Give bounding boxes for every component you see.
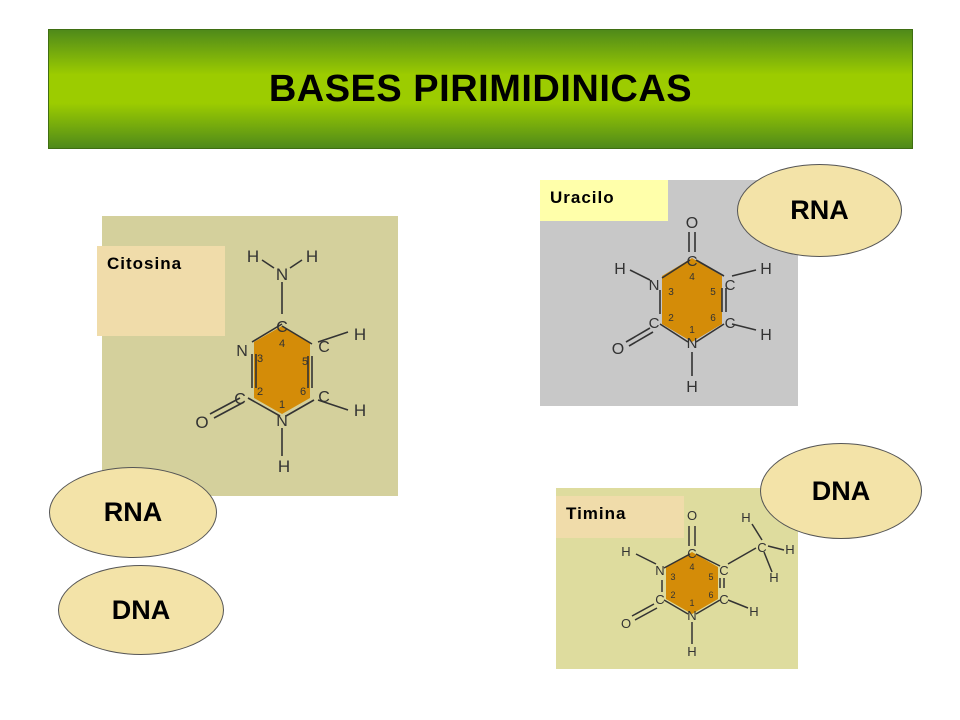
citosina-atom-n1: N xyxy=(276,413,288,430)
timina-sub-h-methyl-2: H xyxy=(785,542,794,557)
timina-atom-c6: C xyxy=(719,592,728,607)
timina-sub-h-methyl-1: H xyxy=(741,510,750,525)
citosina-label-text: Citosina xyxy=(107,254,183,273)
timina-num-1: 1 xyxy=(689,598,694,608)
citosina-sub-n-amino: N xyxy=(276,265,288,284)
uracilo-num-5: 5 xyxy=(710,287,716,298)
citosina-label: Citosina xyxy=(97,246,225,336)
timina-atom-c2: C xyxy=(655,592,664,607)
citosina-atom-n3: N xyxy=(236,343,248,360)
uracilo-rna-oval: RNA xyxy=(737,164,902,257)
timina-label: Timina xyxy=(556,496,684,538)
timina-label-text: Timina xyxy=(566,504,627,523)
citosina-ring xyxy=(254,326,310,414)
uracilo-num-2: 2 xyxy=(668,313,674,324)
citosina-sub-h-c5: H xyxy=(354,325,366,344)
citosina-dna-oval: DNA xyxy=(58,565,224,655)
citosina-atom-c2: C xyxy=(234,391,246,408)
uracilo-sub-h-c6: H xyxy=(760,327,772,344)
timina-sub-o-top: O xyxy=(687,508,697,523)
timina-sub-h-c6: H xyxy=(749,604,758,619)
timina-num-4: 4 xyxy=(689,562,694,572)
timina-sub-o-left: O xyxy=(621,616,631,631)
uracilo-rna-text: RNA xyxy=(790,195,849,225)
citosina-sub-o: O xyxy=(195,413,208,432)
citosina-num-1: 1 xyxy=(279,399,285,411)
citosina-sub-h-bottom: H xyxy=(278,457,290,476)
timina-sub-c-methyl: C xyxy=(757,540,766,555)
timina-atom-n3: N xyxy=(655,563,664,578)
citosina-rna-oval: RNA xyxy=(49,467,217,558)
citosina-sub-h-right: H xyxy=(306,247,318,266)
uracilo-sub-h-n3: H xyxy=(614,261,626,278)
uracilo-atom-c6: C xyxy=(725,315,736,332)
timina-num-3: 3 xyxy=(670,572,675,582)
timina-sub-h-methyl-3: H xyxy=(769,570,778,585)
uracilo-atom-c4: C xyxy=(687,253,698,270)
uracilo-label-text: Uracilo xyxy=(550,188,615,207)
uracilo-atom-c5: C xyxy=(725,277,736,294)
citosina-atom-c6: C xyxy=(318,389,330,406)
uracilo-ring xyxy=(662,258,722,342)
citosina-rna-text: RNA xyxy=(103,497,163,527)
citosina-sub-h-left: H xyxy=(247,247,259,266)
timina-num-6: 6 xyxy=(708,590,713,600)
timina-sub-h-n1: H xyxy=(687,644,696,659)
timina-atom-c5: C xyxy=(719,563,728,578)
uracilo-num-3: 3 xyxy=(668,287,674,298)
timina-num-5: 5 xyxy=(708,572,713,582)
uracilo-label: Uracilo xyxy=(540,180,668,221)
timina-dna-text: DNA xyxy=(811,475,871,506)
uracilo-num-4: 4 xyxy=(689,272,695,283)
timina-atom-n1: N xyxy=(687,608,696,623)
citosina-num-6: 6 xyxy=(300,386,306,398)
uracilo-sub-o-top: O xyxy=(686,215,698,232)
timina-dna-oval: DNA xyxy=(760,443,922,539)
timina-ring xyxy=(666,552,718,614)
citosina-num-2: 2 xyxy=(257,386,263,398)
citosina-atom-c4: C xyxy=(276,319,288,336)
uracilo-sub-h-c5: H xyxy=(760,261,772,278)
citosina-dna-text: DNA xyxy=(111,594,171,625)
citosina-num-5: 5 xyxy=(302,356,308,368)
page-title: BASES PIRIMIDINICAS xyxy=(268,67,693,110)
citosina-atom-c5: C xyxy=(318,339,330,356)
timina-sub-h-n3: H xyxy=(621,544,630,559)
uracilo-num-1: 1 xyxy=(689,325,695,336)
citosina-num-4: 4 xyxy=(279,338,285,350)
uracilo-sub-o-left: O xyxy=(612,341,624,358)
citosina-num-3: 3 xyxy=(257,353,263,365)
uracilo-atom-c2: C xyxy=(649,315,660,332)
citosina-sub-h-c6: H xyxy=(354,401,366,420)
timina-atom-c4: C xyxy=(687,546,696,561)
title-banner: BASES PIRIMIDINICAS xyxy=(48,29,913,149)
uracilo-num-6: 6 xyxy=(710,313,716,324)
uracilo-sub-h-n1: H xyxy=(686,379,698,396)
uracilo-atom-n3: N xyxy=(649,277,660,294)
uracilo-atom-n1: N xyxy=(687,335,698,352)
timina-num-2: 2 xyxy=(670,590,675,600)
